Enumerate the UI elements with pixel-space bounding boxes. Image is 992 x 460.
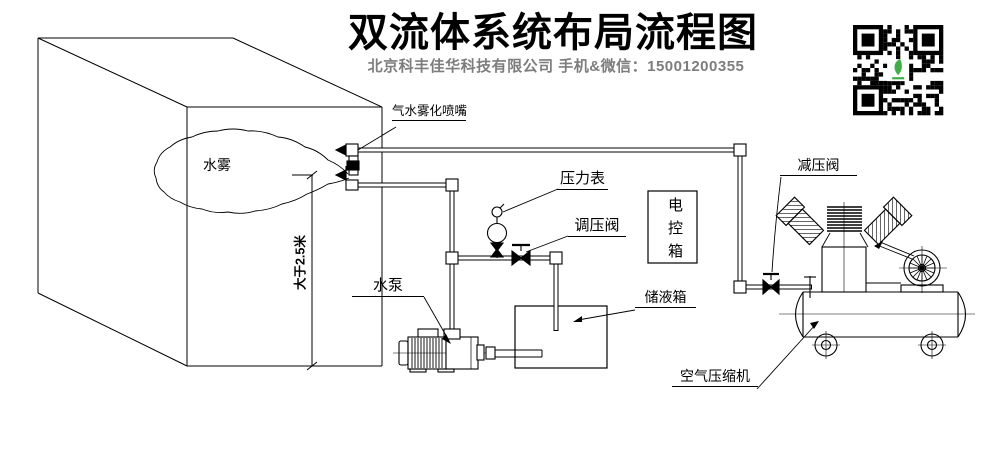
pipe-fittings [445, 143, 747, 294]
company-contact-subtitle: 北京科丰佳华科技有限公司 手机&微信：15001200355 [367, 58, 745, 75]
label-atomizing-nozzle: 气水雾化喷嘴 [392, 104, 467, 122]
air-compressor-drawing [775, 196, 975, 359]
label-water-pump: 水泵 [352, 278, 424, 297]
reducing-valve-symbol [762, 272, 780, 296]
pressure-gauge-symbol [486, 203, 508, 258]
mist-cloud [153, 128, 350, 214]
regulating-valve-symbol [511, 243, 531, 267]
page-title: 双流体系统布局流程图 [348, 11, 758, 55]
nozzle-assembly [334, 143, 360, 191]
tank-inlet-tee [804, 276, 816, 298]
label-air-compressor: 空气压缩机 [672, 369, 758, 387]
storage-tank-drawing [514, 305, 608, 369]
label-water-mist: 水雾 [203, 157, 231, 173]
wechat-qr-code [853, 25, 944, 116]
water-pump-drawing [393, 328, 543, 373]
control-box-outline [647, 190, 698, 264]
label-control-box: 电控箱 [666, 197, 683, 266]
label-pressure-gauge: 压力表 [557, 171, 608, 190]
room-box [37, 37, 383, 367]
leader-lines [357, 126, 819, 390]
label-reducing-valve: 减压阀 [780, 158, 857, 176]
label-storage-tank: 储液箱 [635, 290, 696, 308]
label-regulating-valve: 调压阀 [568, 218, 626, 237]
label-dimension-height: 大于2.5米 [293, 235, 308, 291]
dimension-line [292, 170, 318, 371]
